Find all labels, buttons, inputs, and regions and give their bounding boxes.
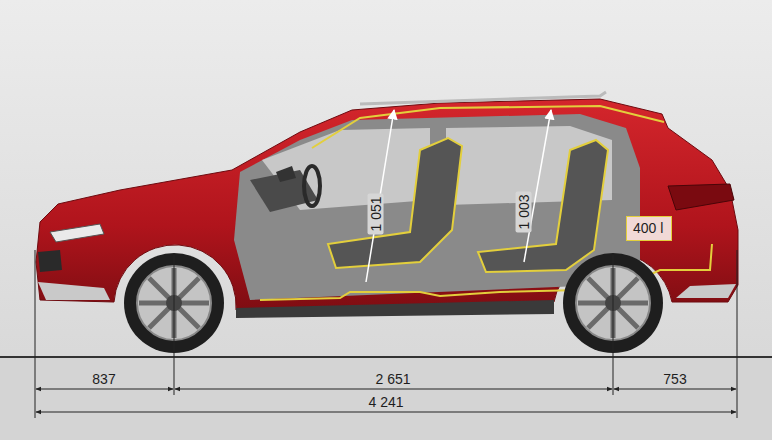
overhang-dimension: 837: [92, 372, 115, 386]
wheelbase-dimension: 2 651: [375, 372, 410, 386]
headroom-dimension: 1 051: [368, 193, 384, 234]
length-dimension: 4 241: [368, 395, 403, 409]
volume-box: 400 l: [626, 216, 672, 241]
headroom-dimension: 1 003: [516, 191, 532, 232]
volume-value: 400 l: [633, 221, 665, 235]
overhang-dimension: 753: [663, 372, 686, 386]
